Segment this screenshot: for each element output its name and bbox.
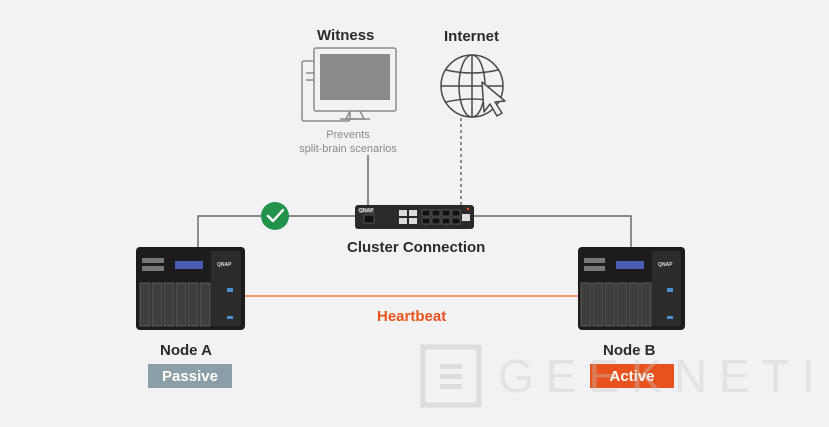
witness-label: Witness	[317, 27, 375, 44]
node-b-status-badge: Active	[590, 364, 674, 388]
check-badge	[261, 202, 289, 230]
node-a-status: Passive	[162, 367, 218, 385]
heartbeat-label: Heartbeat	[377, 308, 447, 325]
switch-brand-logo: QNAP	[359, 208, 374, 214]
cursor-icon	[481, 81, 506, 117]
node-a-status-badge: Passive	[148, 364, 232, 388]
node-a-link	[197, 215, 355, 250]
watermark-logo-icon	[420, 344, 482, 408]
connection-lines	[197, 155, 632, 250]
node-a-nas	[136, 247, 245, 330]
watermark: GEEKNETIC	[420, 344, 829, 408]
witness-note: Prevents split-brain scenarios	[288, 128, 408, 156]
node-a-brand-logo: QNAP	[217, 262, 232, 268]
node-a-label: Node A	[160, 342, 212, 359]
node-b-brand-logo: QNAP	[658, 262, 673, 268]
witness-note-line2: split-brain scenarios	[299, 143, 397, 155]
watermark-text: GEEKNETIC	[498, 350, 829, 402]
internet-label: Internet	[444, 28, 500, 45]
node-b-status: Active	[609, 367, 655, 385]
node-b-nas	[578, 247, 685, 330]
network-switch	[355, 205, 474, 229]
node-b-label: Node B	[603, 342, 656, 359]
witness-note-line1: Prevents	[326, 129, 370, 141]
node-b-link	[474, 215, 632, 250]
checkmark-icon	[266, 208, 285, 223]
witness-computer-icon	[301, 47, 397, 122]
cluster-connection-label: Cluster Connection	[347, 239, 486, 256]
